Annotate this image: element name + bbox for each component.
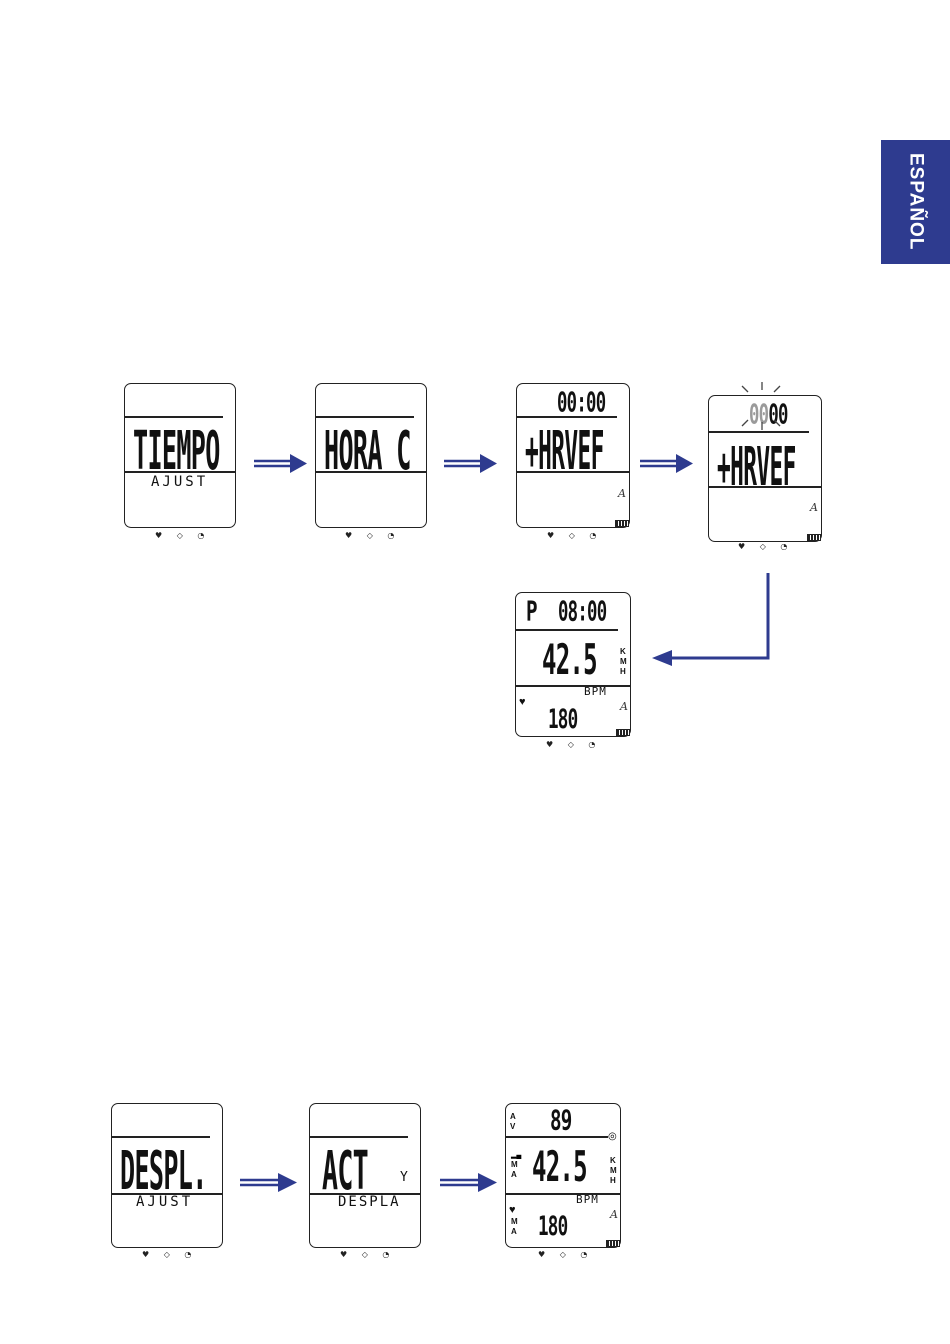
screen-main-text: DESPL. — [120, 1140, 207, 1202]
hr-ma-a: A — [511, 1227, 518, 1237]
signal-icon: ▂▄ — [511, 1151, 521, 1159]
av-a: A — [510, 1112, 516, 1122]
status-icons: ♥ ◇ ◔ — [142, 1250, 197, 1259]
battery-icon — [616, 729, 630, 736]
av-label: A V — [510, 1112, 516, 1132]
ma-label: M A — [511, 1160, 518, 1180]
bpm-label: BPM — [576, 1193, 599, 1206]
sensor-icon: ◎ — [608, 1131, 617, 1142]
screen-top-time: 08:00 — [558, 595, 606, 627]
screen-sub-text: AJUST — [136, 1194, 193, 1210]
lcd-screen-result: P 08:00 42.5 K M H BPM A ♥ 180 — [515, 592, 631, 737]
screen-main-text: ACT — [322, 1140, 368, 1202]
speed-unit: K M H — [620, 647, 627, 677]
hr-ma-m: M — [511, 1217, 518, 1227]
screen-flag: Y — [400, 1170, 411, 1185]
ma-a: A — [511, 1170, 518, 1180]
av-v: V — [510, 1122, 516, 1132]
unit-m: M — [620, 657, 627, 667]
unit-h: H — [610, 1176, 617, 1186]
lcd-screen-despl: DESPL. AJUST — [111, 1103, 223, 1248]
unit-m: M — [610, 1166, 617, 1176]
speed-value: 42.5 — [532, 1142, 587, 1191]
top-value: 89 — [550, 1104, 572, 1136]
heart-rate-value: 180 — [548, 705, 577, 735]
lcd-screen-display: A V 89 ◎ ▂▄ M A 42.5 K M H BPM A ♥ M A 1… — [505, 1103, 621, 1248]
status-icons: ♥ ◇ ◔ — [538, 1250, 593, 1259]
unit-k: K — [610, 1156, 617, 1166]
bpm-label: BPM — [584, 685, 607, 698]
screen-top-p: P — [526, 595, 537, 627]
heart-icon: ♥ — [509, 1204, 516, 1216]
screen-sub-text: DESPLA — [338, 1194, 401, 1210]
status-icons: ♥ ◇ ◔ — [546, 740, 601, 749]
hr-ma-label: M A — [511, 1217, 518, 1237]
speed-unit: K M H — [610, 1156, 617, 1186]
mode-indicator: A — [610, 1208, 618, 1221]
unit-k: K — [620, 647, 627, 657]
speed-value: 42.5 — [542, 635, 597, 684]
status-icons: ♥ ◇ ◔ — [340, 1250, 395, 1259]
heart-rate-value: 180 — [538, 1212, 567, 1242]
ma-m: M — [511, 1160, 518, 1170]
heart-icon: ♥ — [519, 696, 526, 708]
mode-indicator: A — [620, 700, 628, 713]
unit-h: H — [620, 667, 627, 677]
battery-icon — [606, 1240, 620, 1247]
lcd-screen-act: ACT Y DESPLA — [309, 1103, 421, 1248]
